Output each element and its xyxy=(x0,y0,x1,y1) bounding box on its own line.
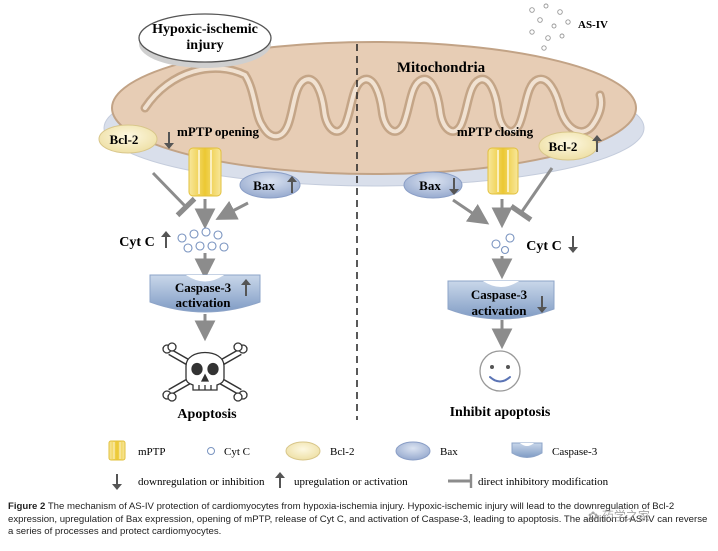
watermark-text: 药学之家 xyxy=(601,509,650,523)
legend-caspase-label: Caspase-3 xyxy=(552,446,598,458)
legend-up: upregulation or activation xyxy=(275,472,408,488)
bax-left: Bax xyxy=(239,171,301,199)
caspase-left-line1: Caspase-3 xyxy=(175,280,232,295)
legend-bax-label: Bax xyxy=(440,446,458,458)
up-arrow-icon xyxy=(241,279,251,296)
mechanism-diagram: Hypoxic-ischemic injury AS-IV Mitochondr… xyxy=(98,3,645,490)
caspase-left: Caspase-3 activation xyxy=(149,274,261,313)
cytc-cluster-right xyxy=(491,233,515,255)
down-arrow-icon xyxy=(568,236,578,253)
down-arrow-icon xyxy=(537,296,547,313)
up-arrow-icon xyxy=(161,231,171,248)
cytc-cluster-left xyxy=(177,227,229,253)
apoptosis-label: Apoptosis xyxy=(177,407,237,422)
left-arrows xyxy=(151,171,249,342)
legend-down: downregulation or inhibition xyxy=(112,474,265,490)
bax-right-label: Bax xyxy=(419,178,441,193)
caption-text: The mechanism of AS-IV protection of car… xyxy=(8,501,708,537)
asiv-label: AS-IV xyxy=(578,19,608,31)
legend-bax: Bax xyxy=(395,441,458,461)
bcl2-right-label: Bcl-2 xyxy=(549,139,578,154)
bax-left-label: Bax xyxy=(253,178,275,193)
up-arrow-icon xyxy=(287,176,297,193)
right-arrows xyxy=(452,167,554,350)
legend-mptp-label: mPTP xyxy=(138,446,166,458)
legend-bcl2: Bcl-2 xyxy=(285,441,354,461)
caspase-right-line2: activation xyxy=(472,303,528,318)
smiley-icon xyxy=(479,350,521,392)
bcl2-right: Bcl-2 xyxy=(538,131,598,161)
figure-caption: Figure 2 The mechanism of AS-IV protecti… xyxy=(8,501,710,539)
injury-label-line1: Hypoxic-ischemic xyxy=(152,22,258,37)
inhibit-apoptosis-label: Inhibit apoptosis xyxy=(450,405,551,420)
injury-label-line2: injury xyxy=(186,38,223,53)
mptp-closing-label: mPTP closing xyxy=(457,124,534,139)
caspase-right-line1: Caspase-3 xyxy=(471,287,528,302)
watermark-icon: ✿ xyxy=(588,509,599,523)
injury-disc: Hypoxic-ischemic injury xyxy=(138,13,272,68)
mptp-channel-right xyxy=(487,147,519,195)
watermark: ✿ 药学之家 xyxy=(588,507,716,537)
down-arrow-icon xyxy=(449,178,459,195)
mitochondria-label: Mitochondria xyxy=(397,60,486,76)
down-arrow-icon xyxy=(164,132,174,149)
legend-caspase: Caspase-3 xyxy=(511,442,598,458)
mptp-opening-label: mPTP opening xyxy=(177,124,259,139)
legend-inhibit: direct inhibitory modification xyxy=(448,474,609,488)
mitochondrion xyxy=(103,41,645,187)
caption-label: Figure 2 xyxy=(8,501,46,512)
up-arrow-icon xyxy=(592,135,602,152)
caspase-right: Caspase-3 activation xyxy=(447,280,555,320)
caspase-left-line2: activation xyxy=(176,295,232,310)
bcl2-left: Bcl-2 xyxy=(98,124,158,154)
mptp-channel-left xyxy=(188,147,222,197)
legend: mPTP Cyt C Bcl-2 Bax Caspase-3 downregul… xyxy=(108,440,609,490)
legend-inhibit-label: direct inhibitory modification xyxy=(478,476,609,488)
legend-mptp: mPTP xyxy=(108,440,166,461)
bcl2-left-label: Bcl-2 xyxy=(110,132,139,147)
legend-cytc-label: Cyt C xyxy=(224,446,250,458)
cytc-left-label: Cyt C xyxy=(119,235,154,250)
legend-bcl2-label: Bcl-2 xyxy=(330,446,354,458)
bax-right: Bax xyxy=(403,171,463,199)
legend-down-label: downregulation or inhibition xyxy=(138,476,265,488)
legend-up-label: upregulation or activation xyxy=(294,476,408,488)
skull-icon xyxy=(162,342,248,402)
asiv-particles xyxy=(529,3,571,51)
legend-cytc: Cyt C xyxy=(207,446,250,458)
cytc-right-label: Cyt C xyxy=(526,239,561,254)
